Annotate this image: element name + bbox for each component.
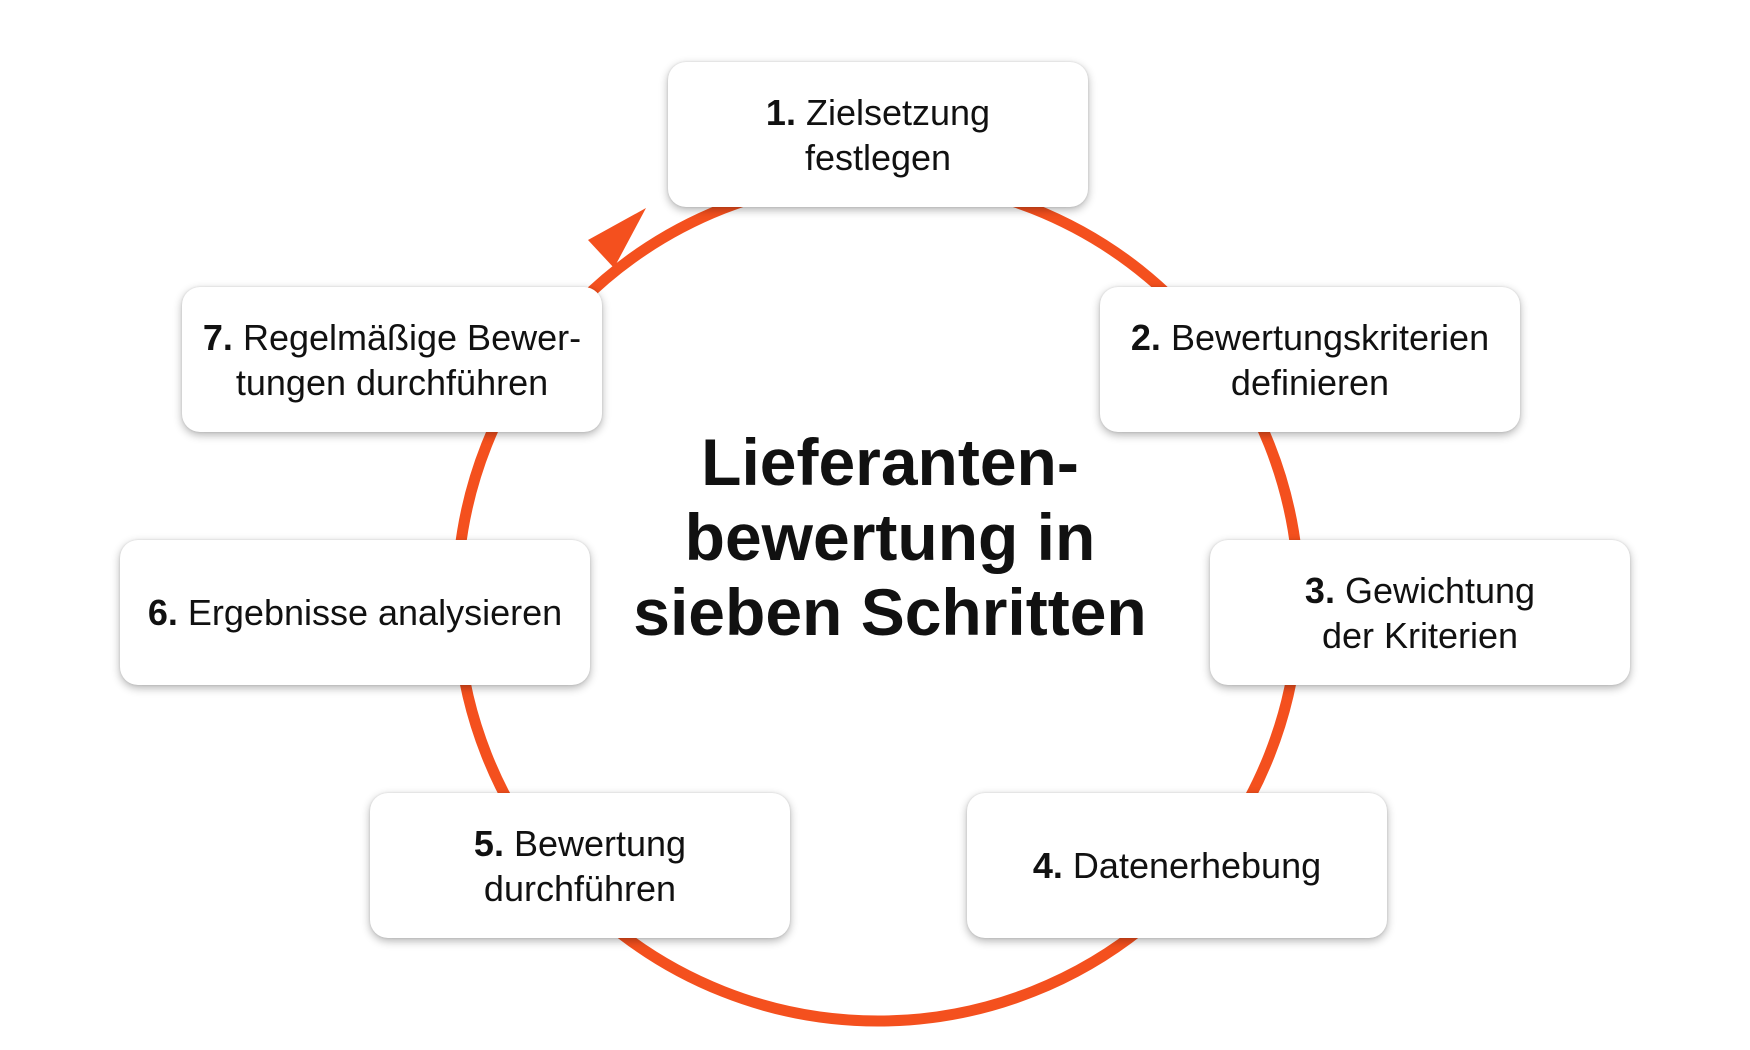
step-4-number: 4. <box>1032 845 1063 886</box>
step-6-label: 6. Ergebnisse analysieren <box>148 590 562 635</box>
diagram-title: Lieferanten- bewertung in sieben Schritt… <box>633 425 1147 649</box>
step-5-text: Bewertung durchführen <box>483 822 687 909</box>
step-6-number: 6. <box>147 592 178 633</box>
step-3-number: 3. <box>1304 569 1335 611</box>
step-5-box: 5. Bewertung durchführen <box>370 793 790 938</box>
step-1-text: Zielsetzung festlegen <box>804 91 991 178</box>
step-3-box: 3. Gewichtung der Kriterien <box>1210 540 1630 685</box>
step-3-text: Gewichtung der Kriterien <box>1321 569 1536 656</box>
step-2-label: 2. Bewertungskriterien definieren <box>1131 315 1489 405</box>
step-3-label: 3. Gewichtung der Kriterien <box>1305 568 1535 658</box>
step-4-label: 4. Datenerhebung <box>1033 843 1321 888</box>
step-2-number: 2. <box>1130 316 1161 358</box>
step-7-label: 7. Regelmäßige Bewer- tungen durchführen <box>203 315 581 405</box>
step-1-number: 1. <box>765 91 796 133</box>
step-6-text: Ergebnisse analysieren <box>187 592 563 633</box>
arrowhead-icon <box>588 208 646 268</box>
step-1-label: 1. Zielsetzung festlegen <box>766 90 990 180</box>
step-2-text: Bewertungskriterien definieren <box>1170 316 1490 403</box>
step-7-number: 7. <box>202 316 233 358</box>
step-2-box: 2. Bewertungskriterien definieren <box>1100 287 1520 432</box>
step-5-label: 5. Bewertung durchführen <box>474 821 686 911</box>
step-4-text: Datenerhebung <box>1072 845 1322 886</box>
step-4-box: 4. Datenerhebung <box>967 793 1387 938</box>
step-7-box: 7. Regelmäßige Bewer- tungen durchführen <box>182 287 602 432</box>
step-1-box: 1. Zielsetzung festlegen <box>668 62 1088 207</box>
step-5-number: 5. <box>473 822 504 864</box>
step-6-box: 6. Ergebnisse analysieren <box>120 540 590 685</box>
step-7-text: Regelmäßige Bewer- tungen durchführen <box>235 316 582 403</box>
